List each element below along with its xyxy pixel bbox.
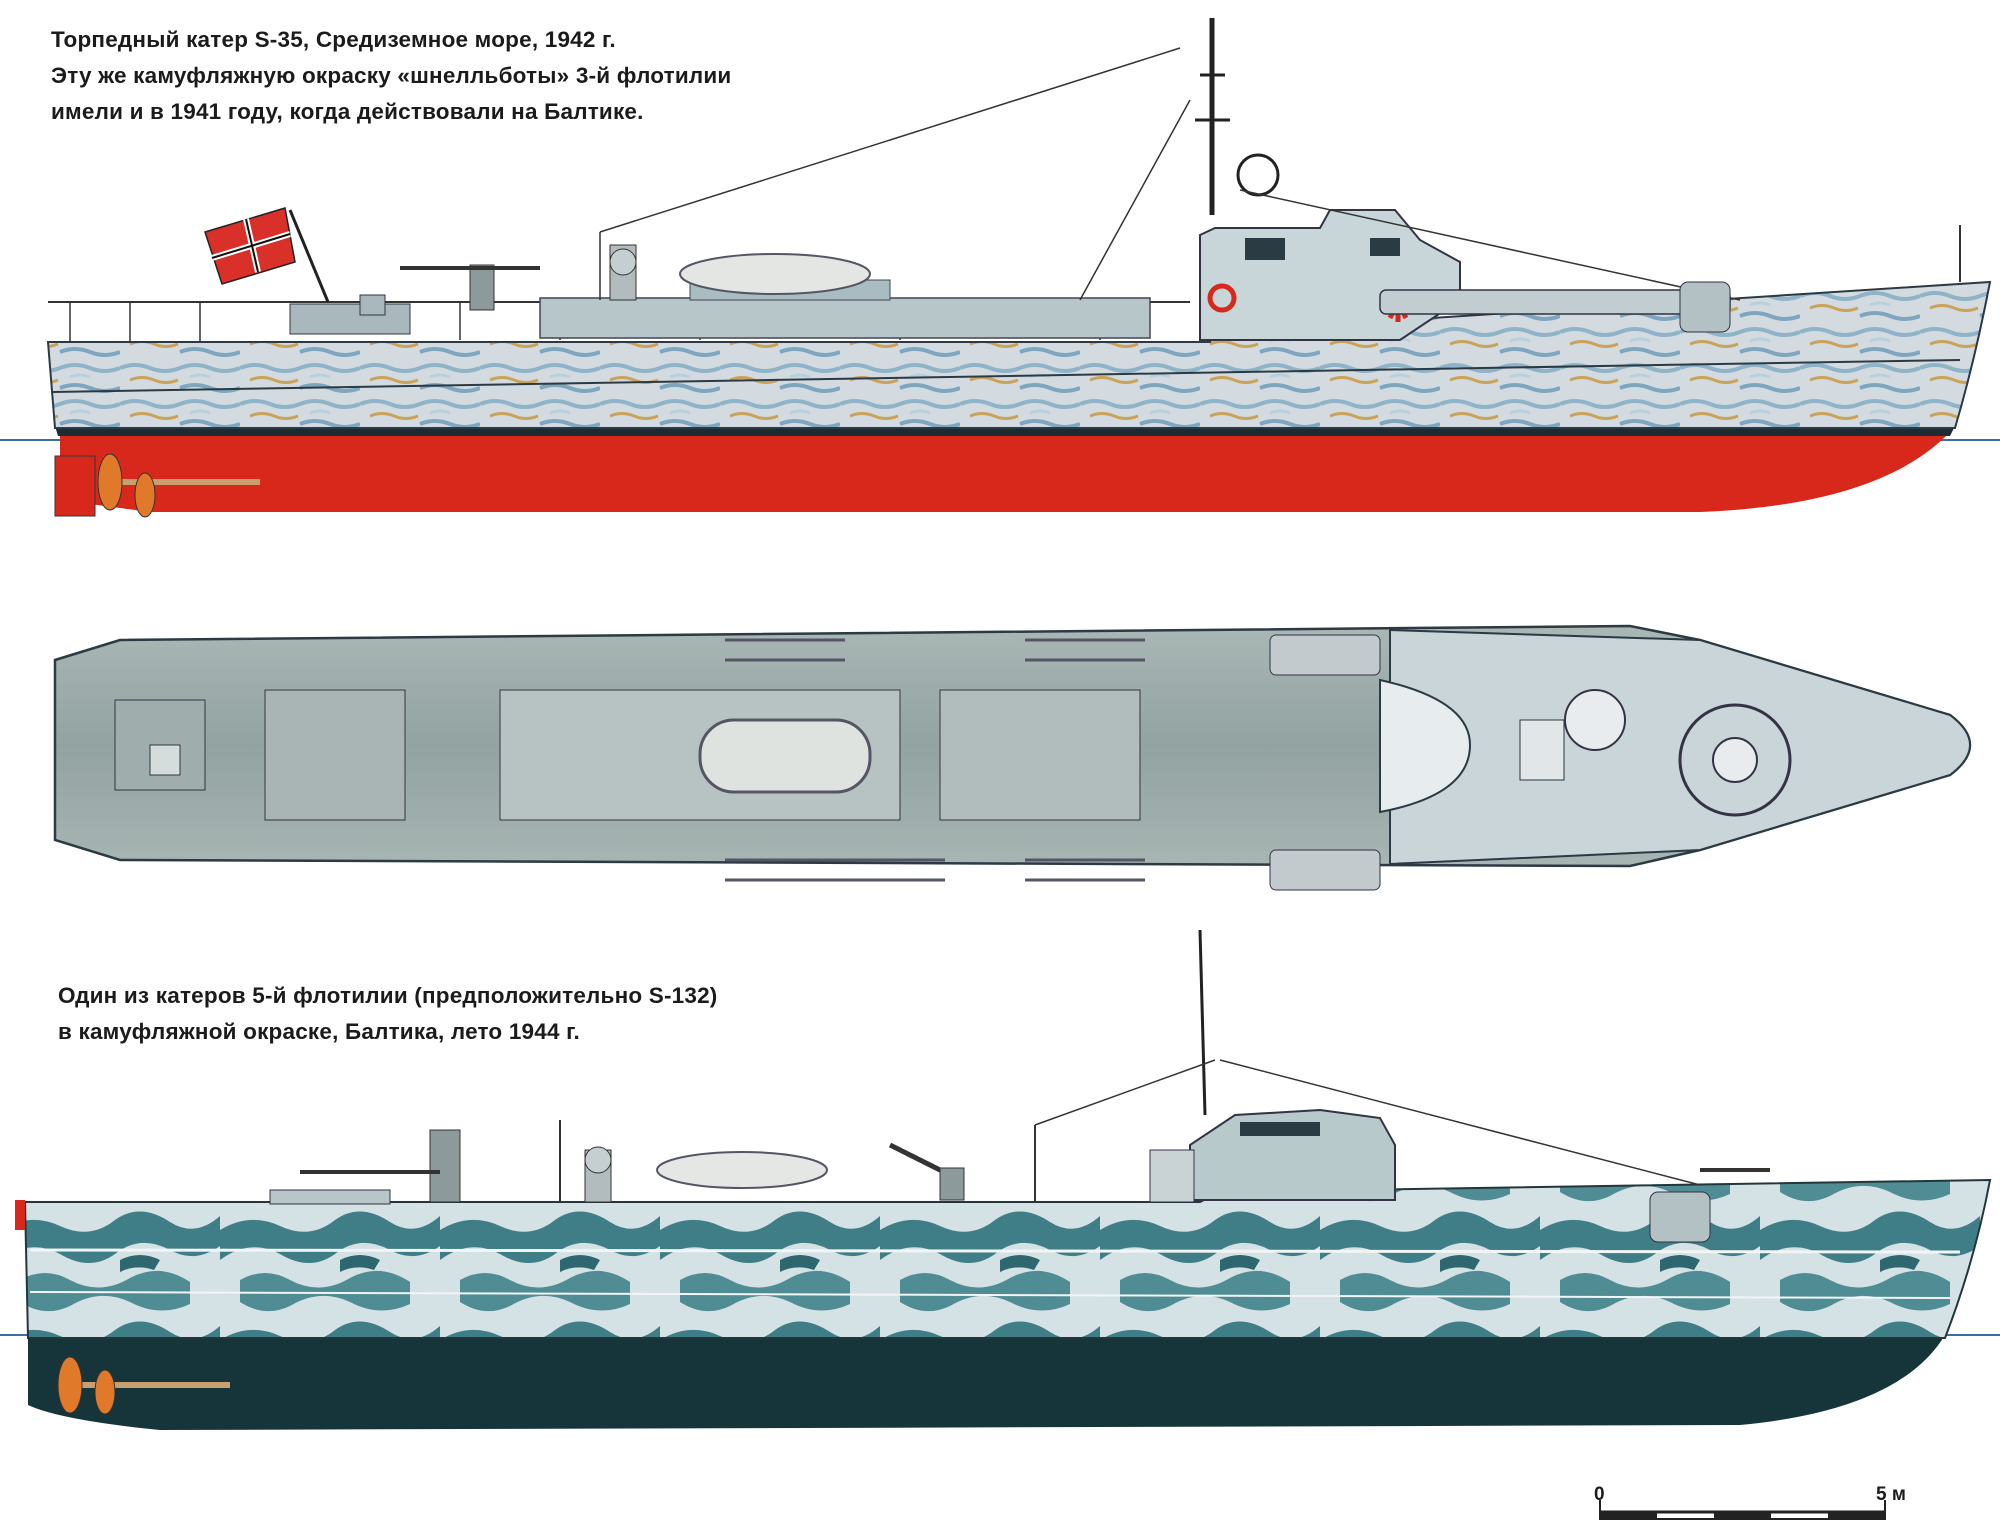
smoke-apparatus [289, 303, 411, 335]
caption-line: в камуфляжной окраске, Балтика, лето 194… [58, 1019, 580, 1044]
forward-gun-mount [1712, 737, 1758, 783]
caption-boat-1: Торпедный катер S-35, Средиземное море, … [51, 22, 731, 130]
torpedo-tube-door [1679, 281, 1731, 333]
ensign-flag [204, 207, 330, 303]
aft-gun-mount [469, 264, 495, 311]
bridge-stair [1149, 1149, 1195, 1203]
caption-line: Эту же камуфляжную окраску «шнелльботы» … [51, 63, 732, 88]
antenna-wire [599, 47, 1181, 233]
locker [1519, 719, 1565, 781]
torpedo-tube-plan [1269, 634, 1381, 676]
midship-gun-mount [939, 1167, 965, 1201]
twin-gun-mount [429, 1129, 461, 1203]
antenna-wire [1219, 1059, 1701, 1186]
skylight-grating [939, 689, 1141, 821]
caption-boat-2: Один из катеров 5-й флотилии (предположи… [58, 978, 718, 1050]
bridge-window [1240, 1122, 1320, 1136]
scale-label-end: 5 м [1876, 1484, 1906, 1505]
caption-line: Один из катеров 5-й флотилии (предположи… [58, 983, 718, 1008]
hull-bottom [60, 432, 1950, 512]
boat-2-side-view [0, 929, 2000, 1430]
ready-ammo-locker [1564, 689, 1626, 751]
scale-bar [1599, 1500, 1886, 1520]
torpedo-rails [725, 638, 1145, 882]
bridge-plan [1379, 678, 1472, 814]
propeller [57, 1356, 83, 1414]
aft-deckhouse [264, 689, 406, 821]
rudder [54, 455, 96, 517]
dinghy-plan [698, 718, 872, 794]
life-ring [1207, 283, 1237, 313]
direction-finder-loop [1236, 153, 1280, 197]
torpedo-tube-plan [1269, 849, 1381, 891]
bridge-window [1370, 238, 1400, 256]
caption-line: Торпедный катер S-35, Средиземное море, … [51, 27, 616, 52]
boat-1-deck-plan [53, 624, 1972, 891]
deck-locker [269, 1189, 391, 1205]
propeller [97, 453, 123, 511]
forward-gun-ring [1678, 703, 1792, 817]
dinghy [679, 253, 871, 295]
dinghy [656, 1151, 828, 1189]
antenna-wire [1034, 1059, 1216, 1126]
torpedo-tube-door [1649, 1191, 1711, 1243]
propeller [134, 472, 156, 518]
propeller [94, 1369, 116, 1415]
torpedo-tube [1379, 289, 1731, 315]
boat-1-side-view [0, 18, 2000, 518]
caption-line: имели и в 1941 году, когда действовали н… [51, 99, 644, 124]
engine-casing [539, 297, 1151, 339]
hull-upper [23, 1178, 1992, 1339]
rub-rail [29, 1291, 1951, 1299]
whip-antenna [1198, 929, 1207, 1116]
scale-label-start: 0 [1594, 1484, 1605, 1505]
hull-upper [46, 280, 1992, 429]
hull-bottom [28, 1335, 1945, 1430]
rub-rail [51, 359, 1961, 393]
bridge-window [1245, 238, 1285, 260]
flag-staff-marker [15, 1200, 25, 1230]
foredeck-camo [1389, 628, 1971, 866]
rub-rail [29, 1248, 1961, 1254]
